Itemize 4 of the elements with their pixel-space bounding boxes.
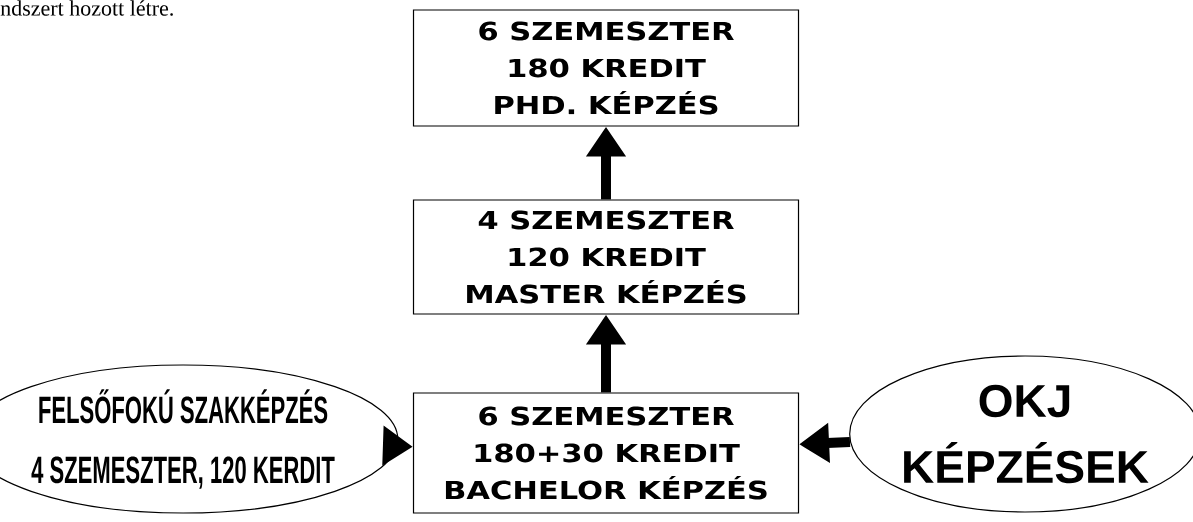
- process-box: 6 SZEMESZTER 180+30 KREDIT BACHELOR KÉPZÉS: [412, 392, 800, 514]
- process-box: 4 SZEMESZTER 120 KREDIT MASTER KÉPZÉS: [412, 199, 800, 315]
- text-fragment: ndszert hozott létre.: [0, 0, 173, 16]
- process-box: 6 SZEMESZTER 180 KREDIT PHD. KÉPZÉS: [412, 9, 800, 127]
